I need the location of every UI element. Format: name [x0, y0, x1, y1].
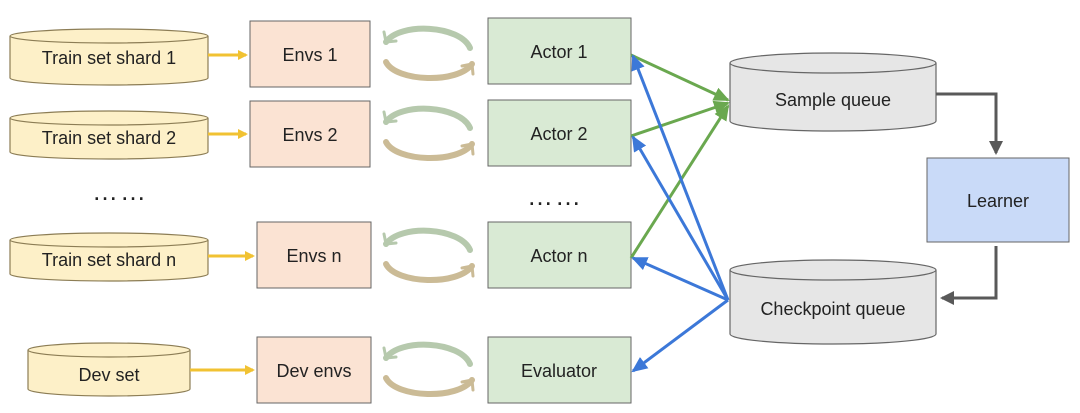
data-feed-arrows — [190, 50, 255, 375]
env-box-n: Envs n — [256, 221, 372, 289]
ellipsis-datasets: …… — [92, 176, 148, 206]
evaluator-box: Evaluator — [487, 336, 632, 404]
sample-queue: Sample queue — [729, 52, 937, 132]
env-label: Envs 1 — [282, 45, 337, 65]
actor-box-2: Actor 2 — [487, 99, 632, 167]
cycle-icon-dev — [382, 341, 475, 398]
actor-label: Actor n — [530, 246, 587, 266]
actor-label: Actor 2 — [530, 124, 587, 144]
actor-box-n: Actor n — [487, 221, 632, 289]
env-box-1: Envs 1 — [249, 20, 371, 88]
evaluator-label: Evaluator — [521, 361, 597, 381]
dataset-label: Dev set — [78, 365, 139, 385]
dataset-label: Train set shard 2 — [42, 128, 176, 148]
sample-flow-arrows — [629, 53, 730, 259]
dataset-dev: Dev set — [27, 342, 191, 397]
env-label: Envs n — [286, 246, 341, 266]
dataset-train-shard-2: Train set shard 2 — [9, 110, 209, 160]
learner-box: Learner — [926, 157, 1070, 243]
dataset-label: Train set shard n — [42, 250, 176, 270]
env-label: Envs 2 — [282, 125, 337, 145]
learner-flow-arrows — [936, 92, 1003, 305]
actor-box-1: Actor 1 — [487, 17, 632, 85]
dataset-train-shard-n: Train set shard n — [9, 232, 209, 282]
dataset-train-shard-1: Train set shard 1 — [9, 28, 209, 86]
cycle-icon-1 — [382, 25, 475, 82]
learner-label: Learner — [967, 191, 1029, 211]
sample-queue-label: Sample queue — [775, 90, 891, 110]
cycle-icon-2 — [382, 105, 475, 162]
env-label: Dev envs — [276, 361, 351, 381]
dataset-label: Train set shard 1 — [42, 48, 176, 68]
ellipsis-actors: …… — [527, 181, 583, 211]
env-box-2: Envs 2 — [249, 100, 371, 168]
cycle-icon-n — [382, 227, 475, 284]
actor-label: Actor 1 — [530, 42, 587, 62]
env-box-dev: Dev envs — [256, 336, 372, 404]
checkpoint-flow-arrows — [631, 54, 730, 373]
checkpoint-queue: Checkpoint queue — [729, 259, 937, 345]
checkpoint-queue-label: Checkpoint queue — [760, 299, 905, 319]
